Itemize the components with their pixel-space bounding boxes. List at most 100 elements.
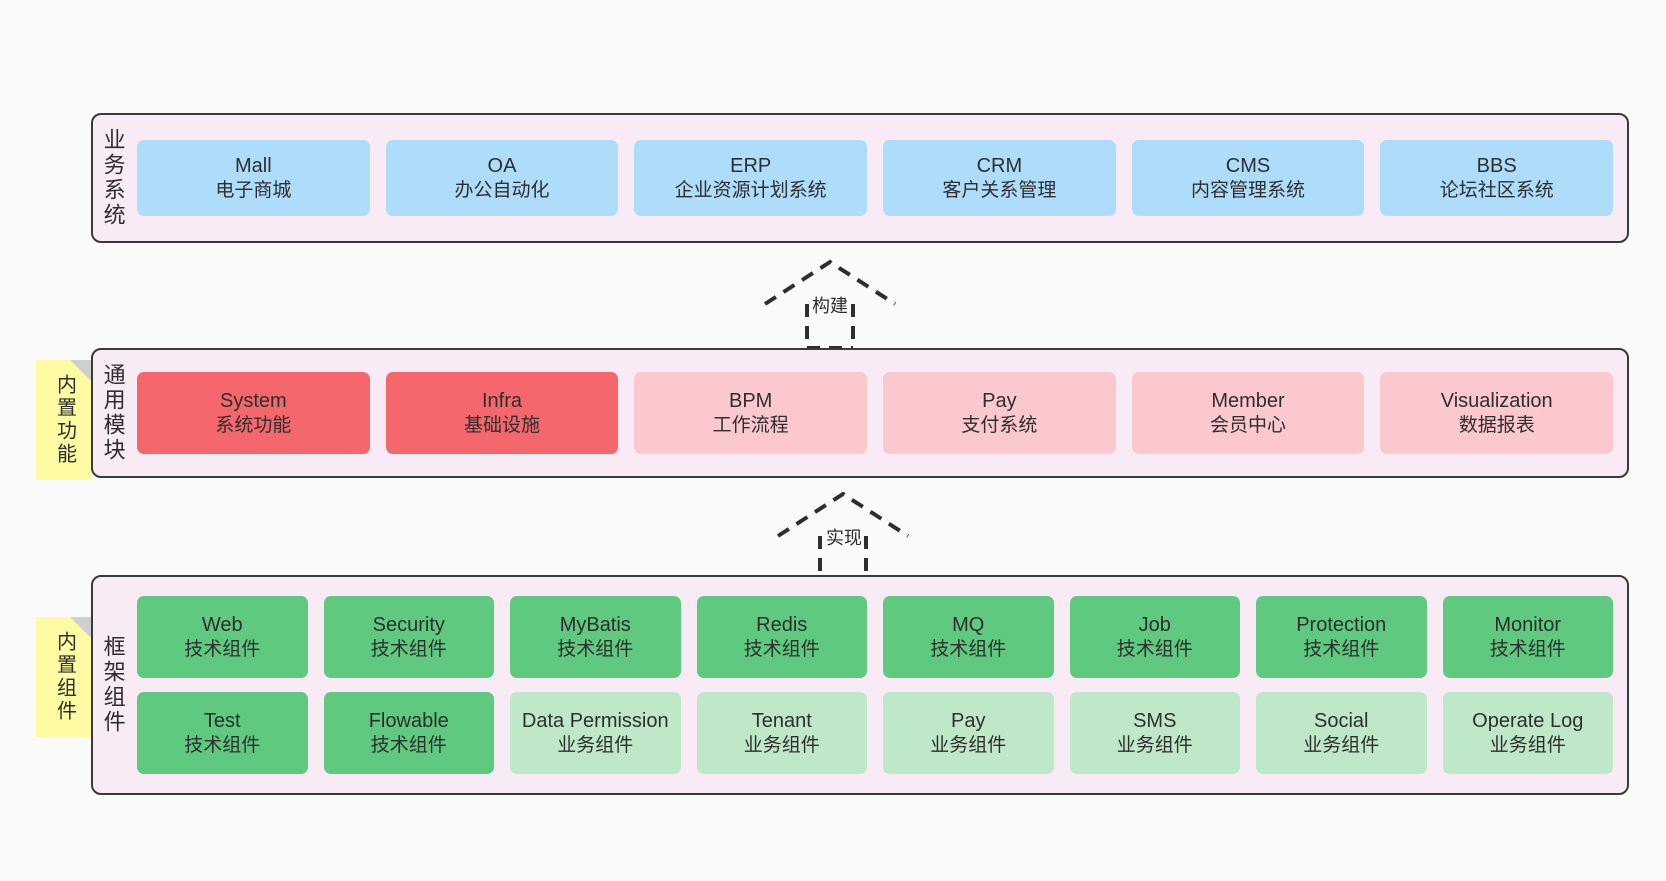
- sticky-note-builtin-components[interactable]: 内置组件: [36, 617, 92, 737]
- connector-build-label: 构建: [812, 296, 848, 316]
- box-protection[interactable]: Protection 技术组件: [1256, 596, 1427, 678]
- box-name: Security: [372, 614, 445, 637]
- layer-business-systems[interactable]: 业务系统 Mall 电子商城 OA 办公自动化 ERP 企业资源计划系统 CRM…: [91, 113, 1629, 243]
- box-bpm[interactable]: BPM 工作流程: [634, 372, 868, 454]
- box-test[interactable]: Test 技术组件: [137, 692, 308, 774]
- box-name: Visualization: [1440, 390, 1553, 413]
- box-pay-component[interactable]: Pay 业务组件: [883, 692, 1054, 774]
- box-desc: 技术组件: [1303, 638, 1380, 660]
- arrowhead-hollow-dashed: [763, 259, 897, 306]
- box-tenant[interactable]: Tenant 业务组件: [696, 692, 867, 774]
- box-desc: 会员中心: [1210, 414, 1287, 436]
- box-member[interactable]: Member 会员中心: [1131, 372, 1365, 454]
- box-name: MQ: [952, 614, 985, 637]
- box-name: Web: [201, 614, 243, 637]
- box-social[interactable]: Social 业务组件: [1256, 692, 1427, 774]
- box-name: Mall: [235, 155, 272, 178]
- box-desc: 业务组件: [1489, 734, 1566, 756]
- box-desc: 技术组件: [184, 638, 261, 660]
- box-name: System: [219, 390, 287, 413]
- box-name: Monitor: [1494, 614, 1562, 637]
- layer-body-modules: System 系统功能 Infra 基础设施 BPM 工作流程 Pay 支付系统…: [133, 350, 1627, 476]
- box-desc: 业务组件: [557, 734, 634, 756]
- box-desc: 数据报表: [1458, 414, 1535, 436]
- layer-framework-components[interactable]: 框架组件 Web 技术组件 Security 技术组件 MyBatis 技术组件…: [91, 575, 1629, 795]
- box-name: Protection: [1296, 614, 1387, 637]
- box-desc: 业务组件: [1116, 734, 1193, 756]
- folded-corner-icon: [70, 617, 92, 639]
- box-desc: 内容管理系统: [1191, 179, 1306, 201]
- box-desc: 技术组件: [370, 638, 447, 660]
- box-redis[interactable]: Redis 技术组件: [696, 596, 867, 678]
- box-name: OA: [487, 155, 517, 178]
- box-name: Tenant: [751, 710, 812, 733]
- box-desc: 业务组件: [1303, 734, 1380, 756]
- box-desc: 技术组件: [370, 734, 447, 756]
- arrowhead-hollow-dashed: [776, 491, 910, 538]
- box-desc: 电子商城: [215, 179, 292, 201]
- box-name: Member: [1211, 390, 1285, 413]
- box-visualization[interactable]: Visualization 数据报表: [1380, 372, 1614, 454]
- box-desc: 业务组件: [930, 734, 1007, 756]
- box-monitor[interactable]: Monitor 技术组件: [1442, 596, 1613, 678]
- box-name: SMS: [1133, 710, 1177, 733]
- layer-body-business: Mall 电子商城 OA 办公自动化 ERP 企业资源计划系统 CRM 客户关系…: [133, 115, 1627, 241]
- box-desc: 论坛社区系统: [1439, 179, 1554, 201]
- layer-title-framework: 框架组件: [100, 635, 126, 735]
- box-job[interactable]: Job 技术组件: [1069, 596, 1240, 678]
- box-name: MyBatis: [559, 614, 631, 637]
- box-operate-log[interactable]: Operate Log 业务组件: [1442, 692, 1613, 774]
- sticky-note-label: 内置功能: [53, 374, 76, 466]
- box-name: Redis: [756, 614, 808, 637]
- box-mybatis[interactable]: MyBatis 技术组件: [510, 596, 681, 678]
- box-pay[interactable]: Pay 支付系统: [883, 372, 1116, 454]
- box-mall[interactable]: Mall 电子商城: [137, 140, 370, 216]
- box-name: Flowable: [368, 710, 449, 733]
- layer-body-framework: Web 技术组件 Security 技术组件 MyBatis 技术组件 Redi…: [133, 577, 1627, 793]
- box-security[interactable]: Security 技术组件: [323, 596, 494, 678]
- box-name: Infra: [481, 390, 523, 413]
- box-desc: 技术组件: [930, 638, 1007, 660]
- box-name: ERP: [730, 155, 772, 178]
- box-row: System 系统功能 Infra 基础设施 BPM 工作流程 Pay 支付系统…: [137, 372, 1614, 454]
- box-name: Pay: [951, 710, 986, 733]
- box-desc: 业务组件: [743, 734, 820, 756]
- box-desc: 客户关系管理: [942, 179, 1057, 201]
- box-mq[interactable]: MQ 技术组件: [883, 596, 1054, 678]
- box-desc: 支付系统: [961, 414, 1038, 436]
- box-desc: 工作流程: [712, 414, 789, 436]
- box-infra[interactable]: Infra 基础设施: [385, 372, 619, 454]
- box-name: Social: [1314, 710, 1369, 733]
- box-name: CMS: [1225, 155, 1271, 178]
- box-desc: 技术组件: [1489, 638, 1566, 660]
- layer-title-modules: 通用模块: [100, 363, 126, 463]
- box-erp[interactable]: ERP 企业资源计划系统: [634, 140, 868, 216]
- box-flowable[interactable]: Flowable 技术组件: [323, 692, 494, 774]
- box-row: Test 技术组件 Flowable 技术组件 Data Permission …: [137, 692, 1613, 774]
- box-cms[interactable]: CMS 内容管理系统: [1131, 140, 1365, 216]
- box-name: CRM: [976, 155, 1023, 178]
- box-name: BPM: [729, 390, 773, 413]
- box-row: Mall 电子商城 OA 办公自动化 ERP 企业资源计划系统 CRM 客户关系…: [137, 140, 1614, 216]
- connector-implement-label: 实现: [826, 528, 862, 548]
- layer-common-modules[interactable]: 通用模块 System 系统功能 Infra 基础设施 BPM 工作流程 Pay…: [91, 348, 1629, 478]
- sticky-note-builtin-features[interactable]: 内置功能: [36, 360, 92, 480]
- box-desc: 企业资源计划系统: [674, 179, 827, 201]
- box-oa[interactable]: OA 办公自动化: [385, 140, 619, 216]
- box-system[interactable]: System 系统功能: [137, 372, 370, 454]
- box-web[interactable]: Web 技术组件: [137, 596, 308, 678]
- box-sms[interactable]: SMS 业务组件: [1069, 692, 1240, 774]
- folded-corner-icon: [70, 360, 92, 382]
- box-crm[interactable]: CRM 客户关系管理: [883, 140, 1116, 216]
- box-bbs[interactable]: BBS 论坛社区系统: [1380, 140, 1614, 216]
- box-desc: 技术组件: [1116, 638, 1193, 660]
- box-row: Web 技术组件 Security 技术组件 MyBatis 技术组件 Redi…: [137, 596, 1613, 678]
- box-name: BBS: [1476, 155, 1517, 178]
- box-desc: 技术组件: [743, 638, 820, 660]
- box-desc: 办公自动化: [454, 179, 550, 201]
- box-desc: 技术组件: [184, 734, 261, 756]
- box-data-permission[interactable]: Data Permission 业务组件: [510, 692, 681, 774]
- sticky-note-label: 内置组件: [53, 631, 76, 723]
- box-name: Job: [1138, 614, 1171, 637]
